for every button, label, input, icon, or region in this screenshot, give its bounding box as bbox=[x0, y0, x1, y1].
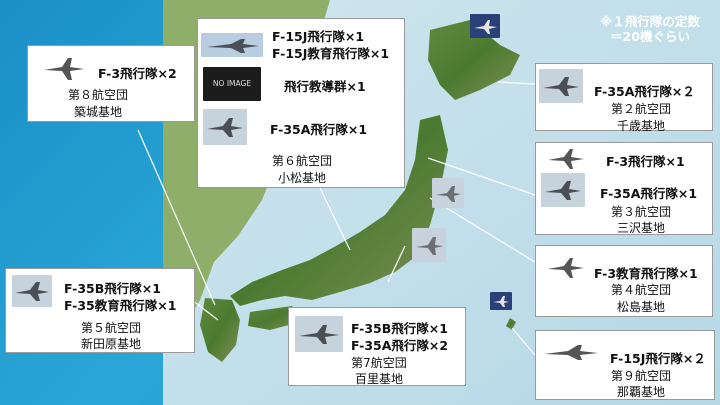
okinawa bbox=[506, 318, 516, 330]
hyakuri-unit-1: F-35B飛行隊×1 bbox=[351, 321, 448, 336]
no-image-label: NO IMAGE bbox=[212, 79, 252, 88]
naha-callout: F-15J飛行隊×２ 第９航空団 那覇基地 bbox=[535, 330, 715, 400]
tsuiki-wing: 第８航空団 bbox=[67, 88, 128, 102]
misawa-unit-1: F-3飛行隊×1 bbox=[606, 154, 685, 169]
nyutabaru-callout: F-35B飛行隊×1 F-35教育飛行隊×1 第５航空団 新田原基地 bbox=[5, 268, 195, 353]
tsuiki-unit-1: F-3飛行隊×2 bbox=[98, 66, 177, 81]
f35-photo bbox=[295, 316, 343, 352]
f35a-photo bbox=[539, 69, 583, 103]
f15j-photo bbox=[201, 33, 263, 57]
naha-base: 那覇基地 bbox=[616, 385, 665, 399]
aircraft-photo bbox=[490, 292, 512, 310]
f35a-photo bbox=[203, 109, 247, 145]
komatsu-callout: F-15J飛行隊×1 F-15J教育飛行隊×1 NO IMAGE 飛行教導群×1… bbox=[197, 18, 405, 188]
f3-jet-icon bbox=[548, 258, 584, 278]
note-line1: ※１飛行隊の定数 bbox=[600, 14, 700, 29]
komatsu-unit-4: F-35A飛行隊×1 bbox=[270, 122, 368, 137]
komatsu-unit-1: F-15J飛行隊×1 bbox=[272, 29, 365, 44]
misawa-unit-2: F-35A飛行隊×1 bbox=[600, 186, 698, 201]
f15j-photo bbox=[544, 345, 598, 360]
nyutabaru-unit-1: F-35B飛行隊×1 bbox=[64, 281, 161, 296]
chitose-unit-1: F-35A飛行隊×２ bbox=[594, 84, 695, 99]
f35b-photo bbox=[12, 275, 52, 307]
matsushima-base: 松島基地 bbox=[616, 300, 665, 314]
tsuiki-base: 築城基地 bbox=[73, 105, 122, 119]
aircraft-photo bbox=[432, 178, 464, 208]
chitose-wing: 第２航空団 bbox=[610, 102, 671, 116]
matsushima-callout: F-3教育飛行隊×1 第４航空団 松島基地 bbox=[535, 245, 713, 317]
hyakuri-callout: F-35B飛行隊×1 F-35A飛行隊×2 第7航空団 百里基地 bbox=[288, 307, 466, 386]
tsuiki-callout: F-3飛行隊×2 第８航空団 築城基地 bbox=[27, 45, 195, 122]
hyakuri-base: 百里基地 bbox=[354, 372, 403, 386]
hyakuri-unit-2: F-35A飛行隊×2 bbox=[351, 338, 449, 353]
nyutabaru-unit-2: F-35教育飛行隊×1 bbox=[64, 298, 177, 313]
nyutabaru-base: 新田原基地 bbox=[80, 337, 141, 351]
note-line2: ＝20機ぐらい bbox=[610, 29, 690, 44]
chitose-callout: F-35A飛行隊×２ 第２航空団 千歳基地 bbox=[535, 63, 713, 133]
komatsu-unit-2: F-15J教育飛行隊×1 bbox=[272, 46, 390, 61]
aircraft-photo bbox=[470, 14, 500, 38]
f35a-photo bbox=[541, 173, 585, 207]
misawa-wing: 第３航空団 bbox=[610, 205, 671, 219]
misawa-base: 三沢基地 bbox=[616, 221, 665, 235]
aircraft-photo bbox=[412, 228, 446, 262]
naha-unit-1: F-15J飛行隊×２ bbox=[610, 351, 706, 366]
komatsu-wing: 第６航空団 bbox=[271, 154, 332, 168]
matsushima-unit-1: F-3教育飛行隊×1 bbox=[594, 266, 698, 281]
chitose-base: 千歳基地 bbox=[616, 119, 665, 133]
komatsu-unit-3: 飛行教導群×1 bbox=[284, 79, 366, 94]
shikoku bbox=[248, 306, 300, 330]
nyutabaru-wing: 第５航空団 bbox=[80, 321, 141, 335]
no-image-placeholder: NO IMAGE bbox=[203, 67, 261, 101]
squadron-note: ※１飛行隊の定数 ＝20機ぐらい bbox=[580, 14, 720, 44]
misawa-callout: F-3飛行隊×1 F-35A飛行隊×1 第３航空団 三沢基地 bbox=[535, 142, 713, 235]
matsushima-wing: 第４航空団 bbox=[610, 283, 671, 297]
hokkaido bbox=[428, 20, 520, 100]
f3-jet-icon bbox=[44, 58, 84, 80]
hyakuri-wing: 第7航空団 bbox=[351, 356, 407, 370]
honshu bbox=[230, 115, 448, 306]
komatsu-base: 小松基地 bbox=[277, 171, 326, 185]
f3-jet-icon bbox=[548, 149, 584, 169]
naha-wing: 第９航空団 bbox=[610, 369, 671, 383]
